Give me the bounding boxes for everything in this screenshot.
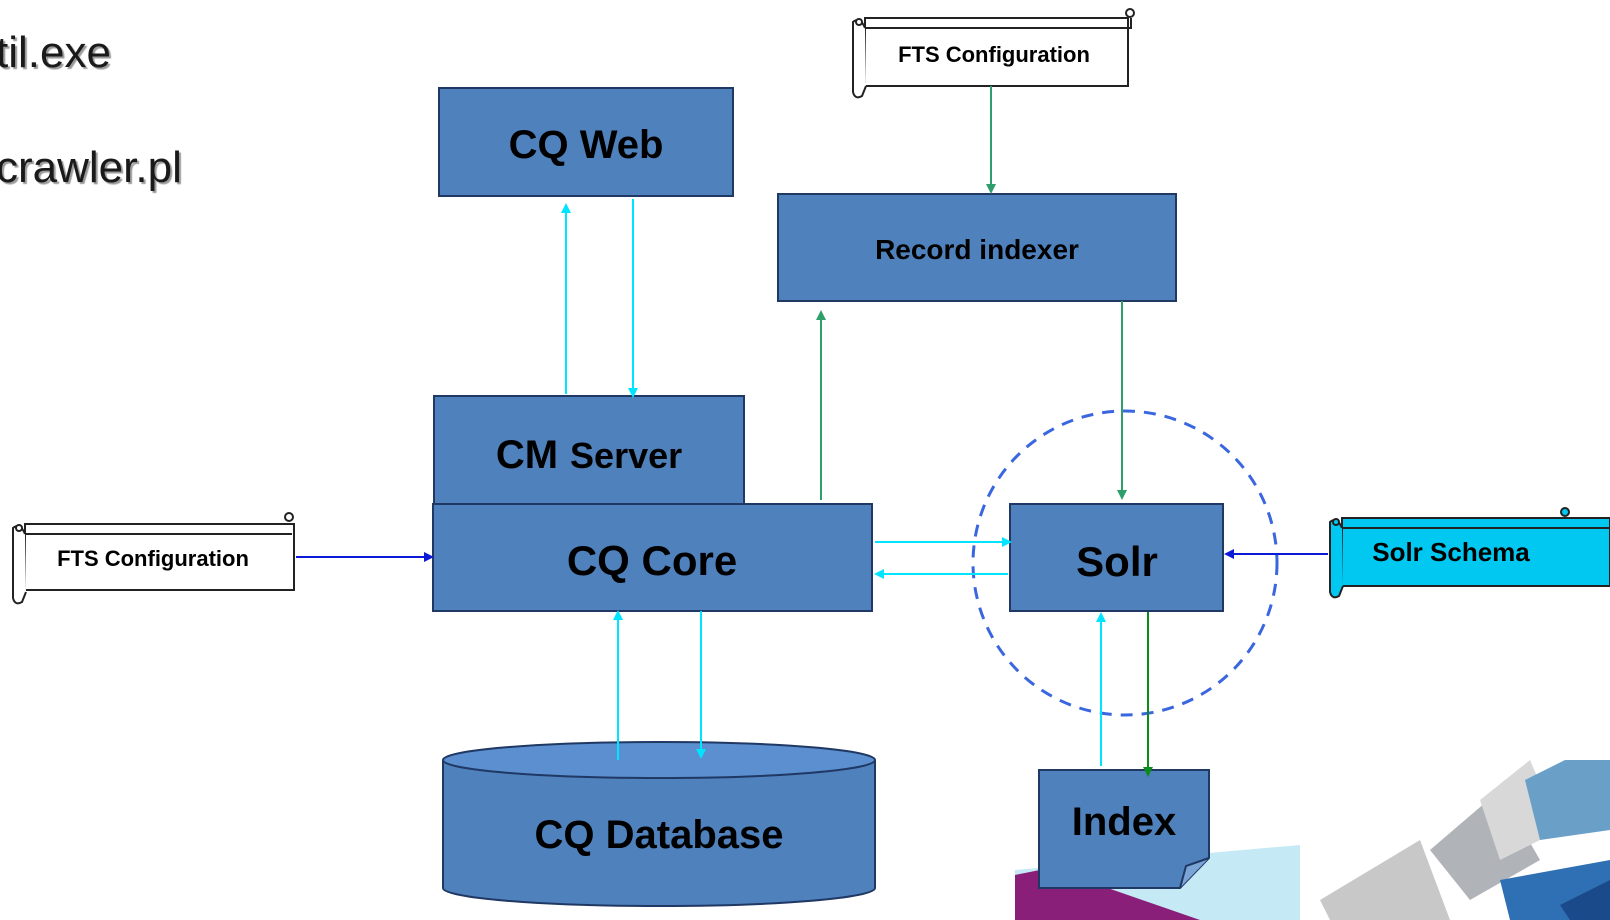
bullet-crawler-script: crawler.pl — [0, 143, 182, 192]
cm-server-box: CM Server — [433, 395, 745, 507]
cq-core-label: CQ Core — [567, 537, 737, 584]
fts-config-left-scroll: FTS Configuration — [12, 512, 295, 605]
cm-server-label: CM Server — [496, 433, 682, 477]
cm-server-label-primary: CM — [496, 433, 558, 477]
solr-boundary-circle — [971, 409, 1279, 717]
index-document: Index — [1038, 769, 1210, 889]
fts-config-left-label: FTS Configuration — [57, 546, 249, 571]
cq-web-box: CQ Web — [438, 87, 734, 197]
solr-schema-scroll: Solr Schema — [1329, 507, 1610, 599]
record-indexer-box: Record indexer — [777, 193, 1177, 302]
cq-database-label: CQ Database — [535, 813, 784, 857]
solr-box: Solr — [1009, 503, 1224, 612]
cq-database-cylinder: CQ Database — [442, 741, 876, 907]
bullet-tool-exe: til.exe — [0, 28, 111, 77]
cm-server-label-secondary: Server — [570, 435, 682, 476]
index-label: Index — [1072, 800, 1176, 844]
record-indexer-label: Record indexer — [875, 234, 1079, 265]
cq-core-box: CQ Core — [432, 503, 873, 612]
solr-schema-label: Solr Schema — [1372, 537, 1530, 567]
cq-web-label: CQ Web — [509, 123, 664, 167]
fts-config-top-label: FTS Configuration — [898, 42, 1090, 67]
fts-config-top-scroll: FTS Configuration — [852, 8, 1135, 99]
solr-label: Solr — [1076, 538, 1158, 585]
